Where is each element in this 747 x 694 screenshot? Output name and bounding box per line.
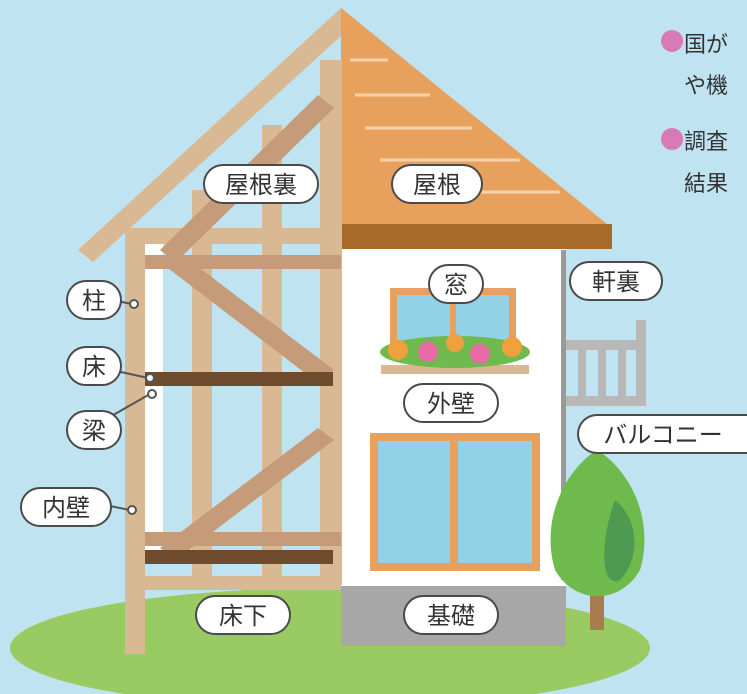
tree-shade: [604, 500, 635, 582]
downspout: [561, 250, 566, 580]
interior-wall-area: [145, 240, 163, 558]
flower-box: [381, 365, 529, 374]
note-line-2: や機: [684, 74, 729, 99]
large-window-glass-right: [458, 441, 532, 563]
eaves-label: 軒裏: [569, 261, 663, 301]
window-label: 窓: [428, 264, 484, 304]
balcony-railing: [566, 320, 646, 406]
interior-wall-label: 内壁: [20, 487, 112, 527]
flowers: [380, 334, 530, 368]
underfloor-label: 床下: [195, 595, 291, 635]
floor-beam-upper: [145, 372, 333, 386]
roof-label: 屋根: [391, 164, 483, 204]
foundation-label: 基礎: [403, 595, 499, 635]
large-window-glass-left: [378, 441, 450, 563]
attic-label: 屋根裏: [203, 164, 319, 204]
note-line-4: 結果: [684, 172, 729, 197]
beam-label: 梁: [66, 410, 122, 450]
roof-edge: [341, 224, 612, 249]
exterior-wall-label: 外壁: [403, 383, 499, 423]
floor-label: 床: [66, 346, 122, 386]
floor-beam-lower: [145, 550, 333, 564]
note-line-3: 調査: [684, 130, 729, 155]
note-bullet-2: [661, 128, 683, 150]
balcony-label: バルコニー: [577, 414, 747, 454]
pillar-label: 柱: [66, 280, 122, 320]
note-line-1: 国が: [684, 33, 729, 58]
note-bullet-1: [661, 30, 683, 52]
